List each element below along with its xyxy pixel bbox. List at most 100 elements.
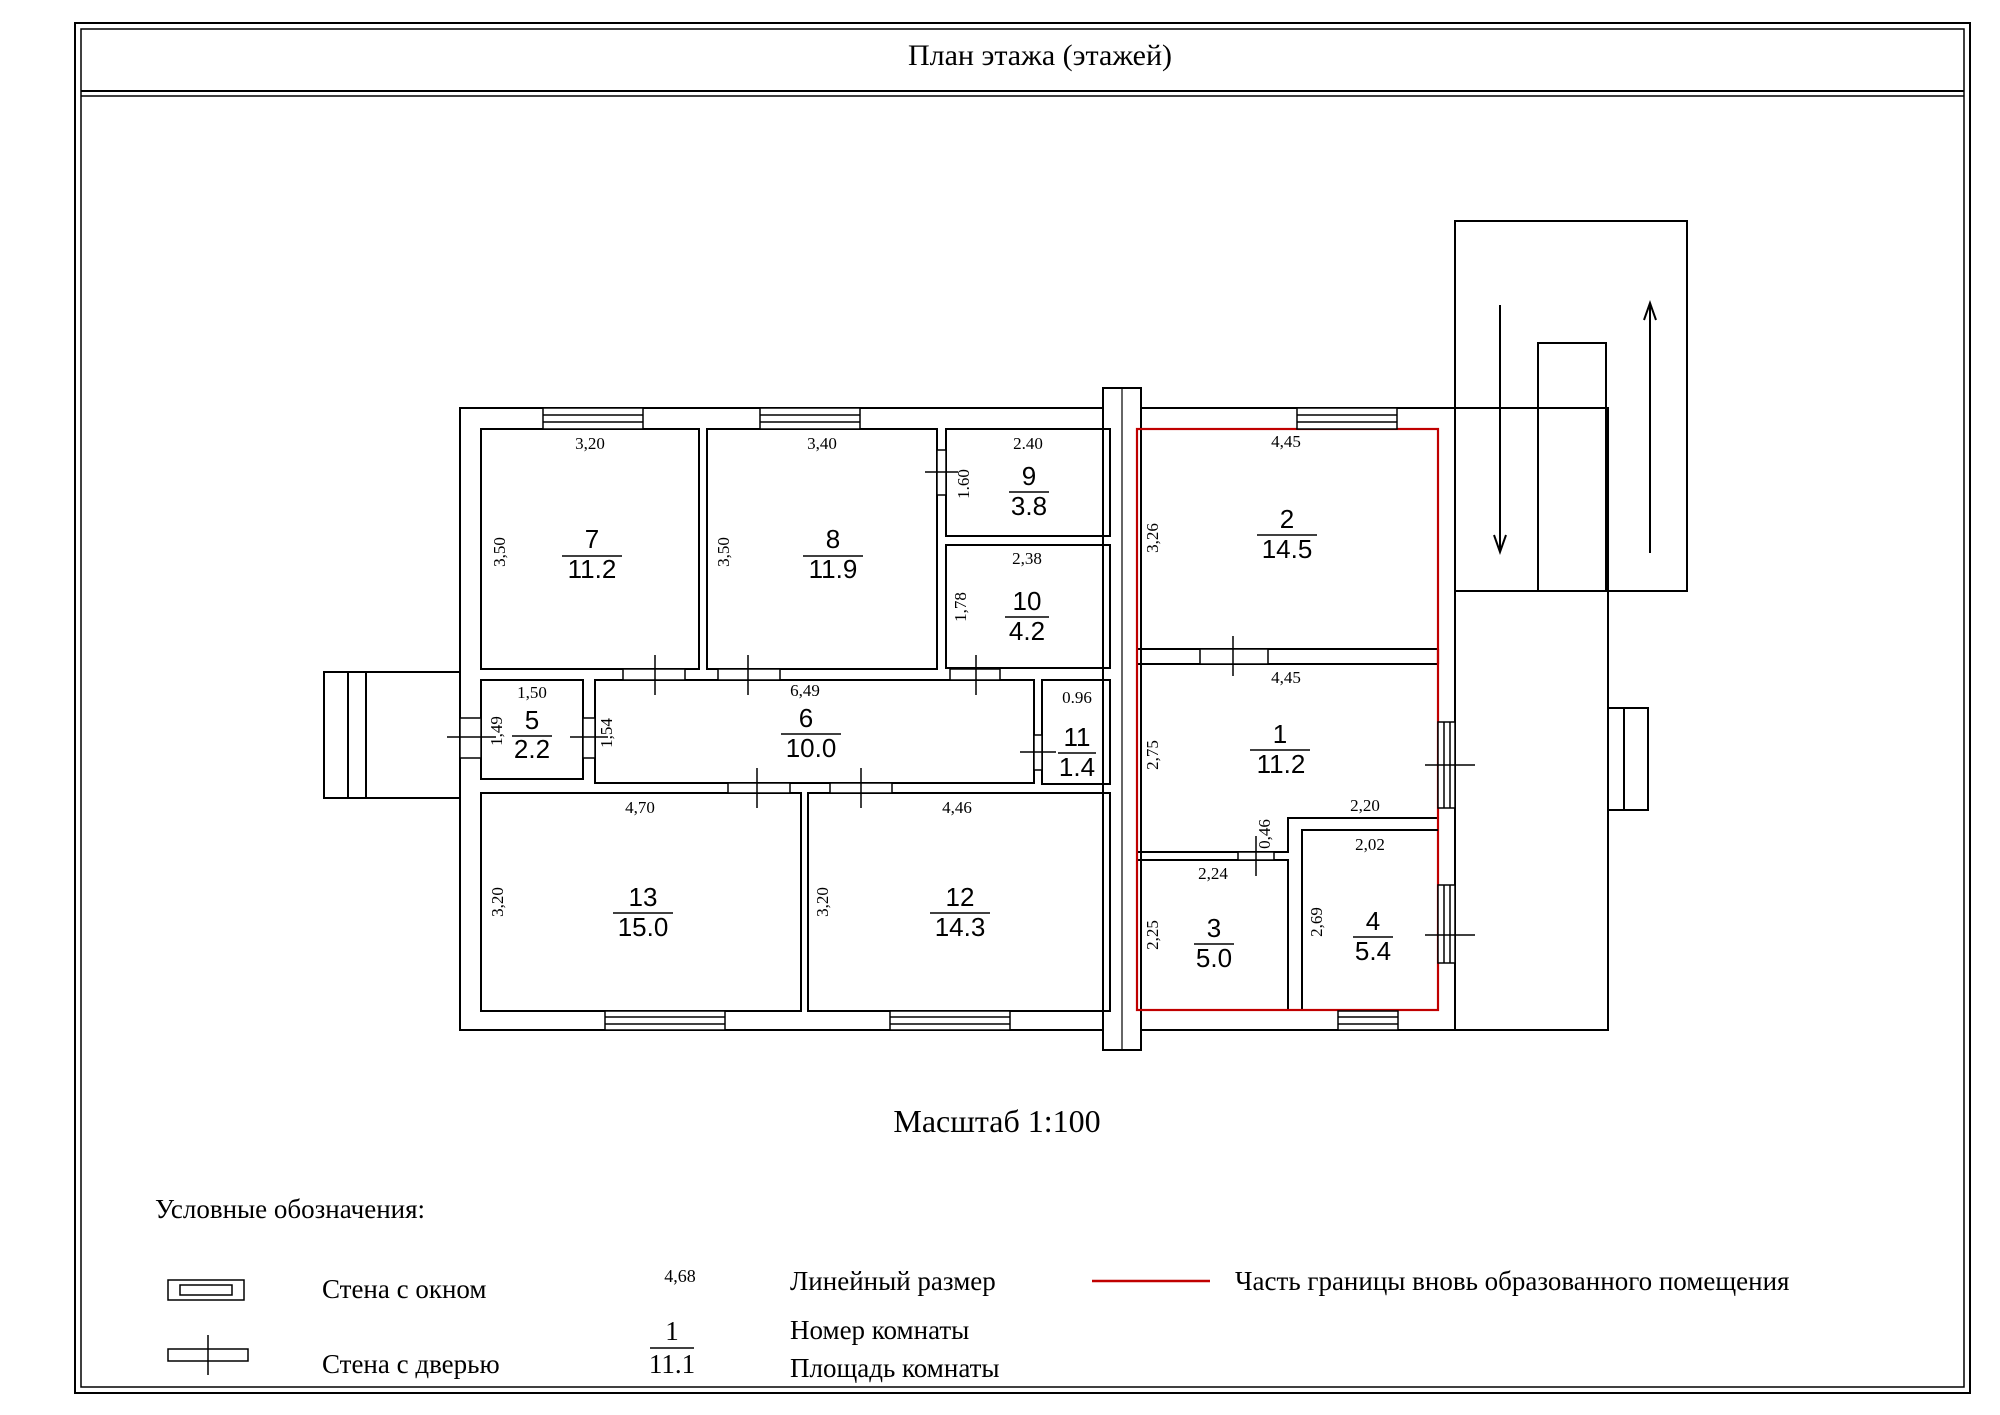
legend-window-symbol-icon [167, 1279, 245, 1301]
legend-room-num-label: Номер комнаты [790, 1315, 969, 1345]
room-5-width: 1,50 [517, 683, 547, 702]
legend-header: Условные обозначения: [155, 1194, 425, 1224]
room-1-number: 1 [1273, 719, 1287, 749]
door-5-6 [570, 717, 608, 759]
door-6-13 [727, 768, 791, 808]
window-room-4-side [1437, 884, 1456, 964]
room-2-number: 2 [1280, 504, 1294, 534]
room-10-width: 2,38 [1012, 549, 1042, 568]
window-room-7 [542, 407, 644, 430]
window-room-13 [604, 1010, 726, 1031]
step-height: 0,46 [1255, 819, 1274, 849]
room-3-width: 2,24 [1198, 864, 1228, 883]
building-walls [323, 220, 1688, 1051]
room-labels: 3,20 3,50 7 11.2 3,40 3,50 8 11.9 2.40 1… [487, 432, 1393, 973]
room-13-number: 13 [629, 882, 658, 912]
room-11-number: 11 [1064, 722, 1091, 752]
legend-boundary-label: Часть границы вновь образованного помеще… [1235, 1266, 1789, 1296]
room-12-width: 4,46 [942, 798, 972, 817]
arrow-down-head-icon [1493, 534, 1507, 556]
wall-1-3-4 [1137, 817, 1438, 853]
right-porch [1607, 707, 1649, 811]
step-width: 2,20 [1350, 796, 1380, 815]
windows [542, 407, 1456, 1031]
room-4-area: 5.4 [1355, 936, 1391, 966]
room-12-area: 14.3 [935, 912, 986, 942]
room-6-number: 6 [799, 703, 813, 733]
door-7-6 [622, 655, 686, 695]
window-room-12 [889, 1010, 1011, 1031]
room-7-height: 3,50 [490, 537, 509, 567]
room-5-height: 1,49 [487, 716, 506, 746]
stair-landing [1537, 342, 1607, 592]
room-9-width: 2.40 [1013, 434, 1043, 453]
room-8-number: 8 [826, 524, 840, 554]
arrow-up-head-icon [1643, 299, 1657, 321]
door-1-3 [1237, 836, 1275, 876]
room-6-area: 10.0 [786, 733, 837, 763]
room-13-height: 3,20 [488, 887, 507, 917]
room-9-area: 3.8 [1011, 491, 1047, 521]
legend-dim-sample: 4,68 [664, 1266, 696, 1286]
room-4-number: 4 [1366, 906, 1380, 936]
room-12-height: 3,20 [813, 887, 832, 917]
room-10-number: 10 [1013, 586, 1042, 616]
room-2-area: 14.5 [1262, 534, 1313, 564]
room-13-width: 4,70 [625, 798, 655, 817]
annex-outline [1454, 407, 1609, 1031]
room-7-width: 3,20 [575, 434, 605, 453]
room-2-height: 3,26 [1143, 523, 1162, 553]
door-2-1 [1199, 636, 1269, 676]
room-5-area: 2.2 [514, 734, 550, 764]
room-5-number: 5 [525, 705, 539, 735]
door-8-6 [717, 655, 781, 695]
legend: Условные обозначения: Стена с окном Стен… [155, 1194, 1789, 1383]
legend-room-area-sample: 11.1 [649, 1349, 695, 1379]
room-3-height: 2,25 [1143, 920, 1162, 950]
room-11-outline [1041, 679, 1111, 785]
room-1-height: 2,75 [1143, 740, 1162, 770]
legend-window-label: Стена с окном [322, 1274, 487, 1304]
room-3-area: 5.0 [1196, 943, 1232, 973]
room-6-width: 6,49 [790, 681, 820, 700]
doors [447, 449, 1475, 936]
room-1-area: 11.2 [1257, 749, 1306, 779]
legend-dim-label: Линейный размер [790, 1266, 996, 1296]
room-2-width: 4,45 [1271, 432, 1301, 451]
room-8-outline [706, 428, 938, 670]
window-room-2 [1296, 407, 1398, 430]
scale-label: Масштаб 1:100 [893, 1103, 1100, 1139]
room-12-number: 12 [946, 882, 975, 912]
room-7-number: 7 [585, 524, 599, 554]
door-10-6 [949, 655, 1001, 695]
door-8-9 [925, 449, 958, 496]
room-8-area: 11.9 [809, 554, 858, 584]
new-premises-boundary [1135, 427, 1440, 1012]
room-9-height: 1.60 [954, 469, 973, 499]
room-4-height: 2,69 [1307, 907, 1326, 937]
door-6-12 [829, 768, 893, 808]
room-8-height: 3,50 [714, 537, 733, 567]
page-title: План этажа (этажей) [908, 39, 1172, 72]
window-room-8 [759, 407, 861, 430]
room-1-width: 4,45 [1271, 668, 1301, 687]
outer-frame [74, 22, 1971, 1394]
room-7-area: 11.2 [568, 554, 617, 584]
door-6-11 [1020, 734, 1056, 771]
room-10-height: 1,78 [951, 592, 970, 622]
room-9-number: 9 [1022, 461, 1036, 491]
stair-arrows [1493, 299, 1657, 556]
left-porch [323, 671, 461, 799]
room-6-height: 1,54 [597, 718, 616, 748]
inner-frame [80, 28, 1965, 1388]
room-3-number: 3 [1207, 913, 1221, 943]
room-10-outline [945, 544, 1111, 669]
window-room-4 [1337, 1010, 1399, 1031]
legend-room-area-label: Площадь комнаты [790, 1353, 1000, 1383]
legend-room-num-sample: 1 [665, 1316, 679, 1346]
room-13-area: 15.0 [618, 912, 669, 942]
stair-outline [1454, 220, 1688, 592]
room-8-width: 3,40 [807, 434, 837, 453]
room-11-width: 0.96 [1062, 688, 1092, 707]
